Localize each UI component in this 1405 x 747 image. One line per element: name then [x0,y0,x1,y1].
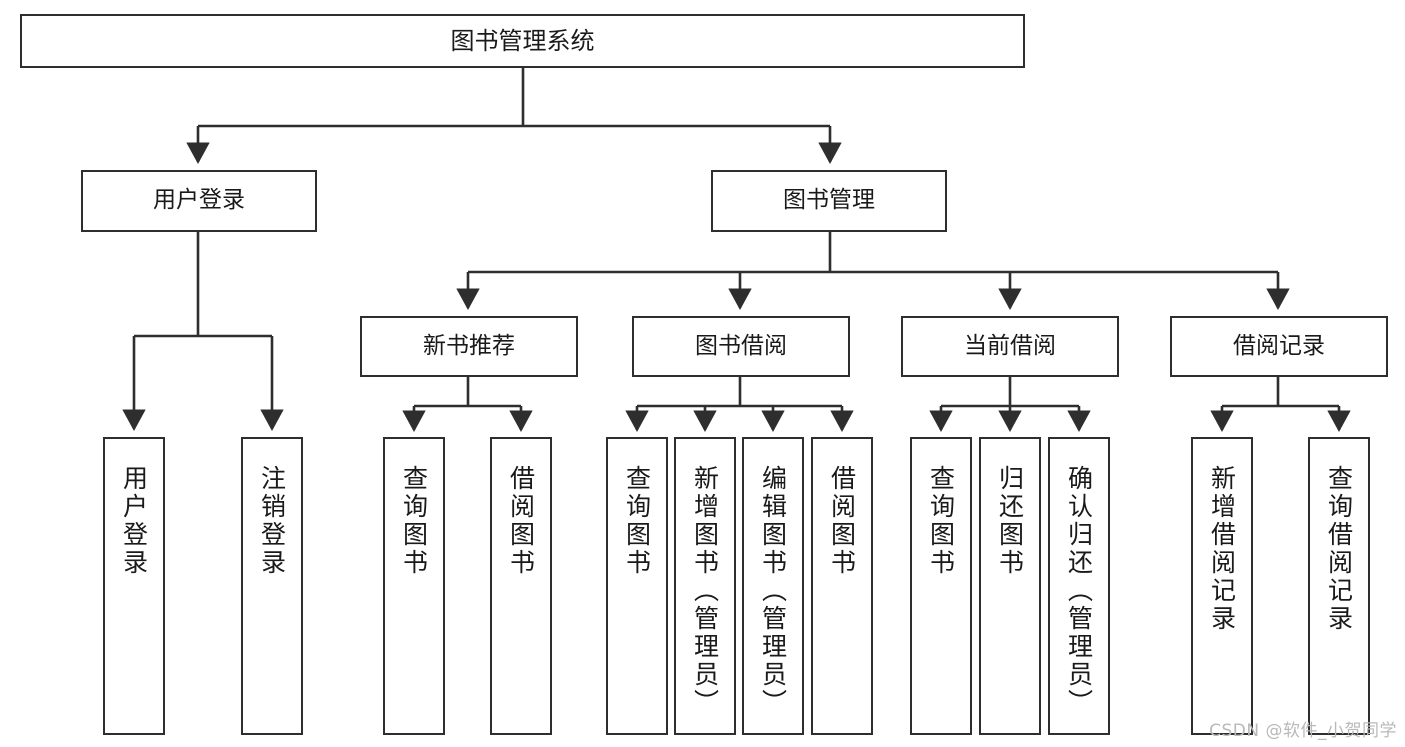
leaf-user-logout[interactable]: 注销登录 [241,437,303,735]
leaf-borrow-query-book[interactable]: 查询图书 [606,437,668,735]
node-borrow-record[interactable]: 借阅记录 [1170,316,1388,377]
node-label: 查询图书 [926,465,956,577]
node-label: 用户登录 [153,187,245,214]
node-label: 借阅图书 [827,465,857,577]
leaf-record-add-record[interactable]: 新增借阅记录 [1191,437,1253,735]
node-label: 查询图书 [399,465,429,577]
leaf-borrow-add-book-admin[interactable]: 新增图书（管理员） [674,437,736,735]
node-label: 确认归还（管理员） [1064,465,1094,717]
node-label: 借阅记录 [1233,332,1325,359]
leaf-current-confirm-return-admin[interactable]: 确认归还（管理员） [1048,437,1110,735]
node-label: 新增图书（管理员） [690,465,720,717]
node-label: 借阅图书 [506,465,536,577]
leaf-current-return-book[interactable]: 归还图书 [979,437,1041,735]
leaf-borrow-borrow-book[interactable]: 借阅图书 [811,437,873,735]
leaf-current-query-book[interactable]: 查询图书 [910,437,972,735]
leaf-newbook-borrow-book[interactable]: 借阅图书 [490,437,552,735]
node-book-borrow[interactable]: 图书借阅 [632,316,850,377]
watermark: CSDN @软件_小贺同学 [1209,721,1397,741]
node-label: 查询借阅记录 [1324,465,1354,633]
node-label: 新增借阅记录 [1207,465,1237,633]
node-label: 当前借阅 [964,332,1056,359]
node-label: 注销登录 [257,465,287,577]
node-label: 图书管理 [783,187,875,214]
node-label: 归还图书 [995,465,1025,577]
node-label: 用户登录 [119,465,149,577]
node-user-login[interactable]: 用户登录 [81,170,317,232]
node-current-borrow[interactable]: 当前借阅 [901,316,1119,377]
leaf-record-query-record[interactable]: 查询借阅记录 [1308,437,1370,735]
leaf-newbook-query-book[interactable]: 查询图书 [383,437,445,735]
node-label: 图书借阅 [695,332,787,359]
node-book-management[interactable]: 图书管理 [711,170,947,232]
node-label: 新书推荐 [423,332,515,359]
node-label: 编辑图书（管理员） [758,465,788,717]
node-root-system[interactable]: 图书管理系统 [20,14,1025,68]
leaf-user-login[interactable]: 用户登录 [103,437,165,735]
leaf-borrow-edit-book-admin[interactable]: 编辑图书（管理员） [742,437,804,735]
node-new-book-recommend[interactable]: 新书推荐 [360,316,578,377]
node-label: 图书管理系统 [450,26,595,55]
node-label: 查询图书 [622,465,652,577]
